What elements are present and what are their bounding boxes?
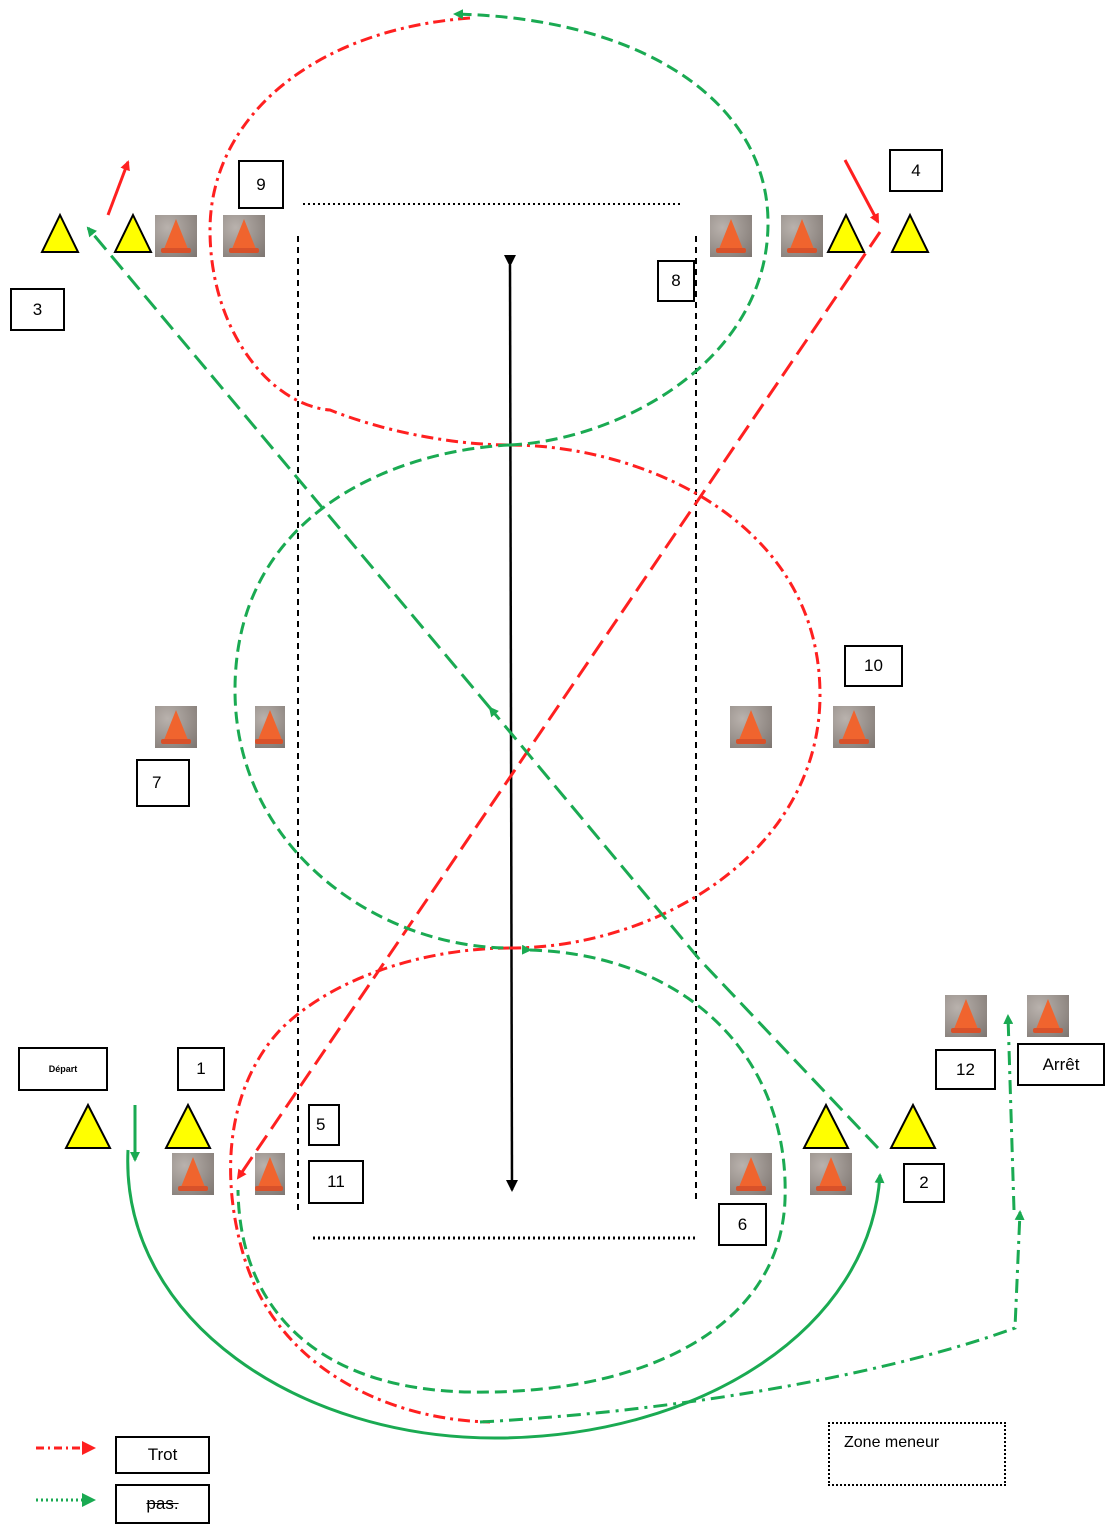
triangle-marker-icon: [40, 212, 80, 253]
label-1: 1: [177, 1047, 225, 1091]
triangle-marker-icon: [164, 1102, 212, 1149]
traffic-cone-icon: [255, 1153, 285, 1195]
label-7: 7: [136, 759, 190, 807]
traffic-cone-icon: [833, 706, 875, 748]
traffic-cone-icon: [710, 215, 752, 257]
trot-paths: [106, 16, 882, 1424]
traffic-cone-icon: [155, 215, 197, 257]
walk-paths: [86, 9, 1025, 1440]
legend-walk-arrow: [36, 1493, 96, 1507]
triangle-marker-icon: [890, 212, 930, 253]
traffic-cone-icon: [810, 1153, 852, 1195]
label-5: 5: [308, 1104, 340, 1146]
triangle-markers: [40, 212, 937, 1149]
label-10: 10: [844, 645, 903, 687]
traffic-cone-icon: [223, 215, 265, 257]
label-8: 8: [657, 260, 695, 302]
label-9: 9: [238, 160, 284, 209]
zone-meneur-box: Zone meneur: [828, 1422, 1006, 1486]
triangle-marker-icon: [802, 1102, 850, 1149]
label-depart: Départ: [18, 1047, 108, 1091]
arena-boundary: [297, 203, 697, 1240]
traffic-cone-icon: [781, 215, 823, 257]
label-arret: Arrêt: [1017, 1043, 1105, 1086]
label-2: 2: [903, 1163, 945, 1203]
legend-walk-label: pas.: [115, 1484, 210, 1524]
traffic-cone-icon: [945, 995, 987, 1037]
triangle-marker-icon: [64, 1102, 112, 1149]
label-4: 4: [889, 149, 943, 192]
triangle-marker-icon: [826, 212, 866, 253]
traffic-cone-icon: [730, 1153, 772, 1195]
traffic-cone-icon: [255, 706, 285, 748]
legend-trot-label: Trot: [115, 1436, 210, 1474]
center-axis-arrow: [503, 254, 518, 1192]
label-3: 3: [10, 288, 65, 331]
traffic-cone-icon: [730, 706, 772, 748]
label-12: 12: [935, 1049, 996, 1090]
label-6: 6: [718, 1203, 767, 1246]
triangle-marker-icon: [113, 212, 153, 253]
label-11: 11: [308, 1160, 364, 1204]
legend-trot-arrow: [36, 1441, 96, 1455]
traffic-cone-icon: [155, 706, 197, 748]
triangle-marker-icon: [889, 1102, 937, 1149]
traffic-cone-icon: [1027, 995, 1069, 1037]
traffic-cone-icon: [172, 1153, 214, 1195]
